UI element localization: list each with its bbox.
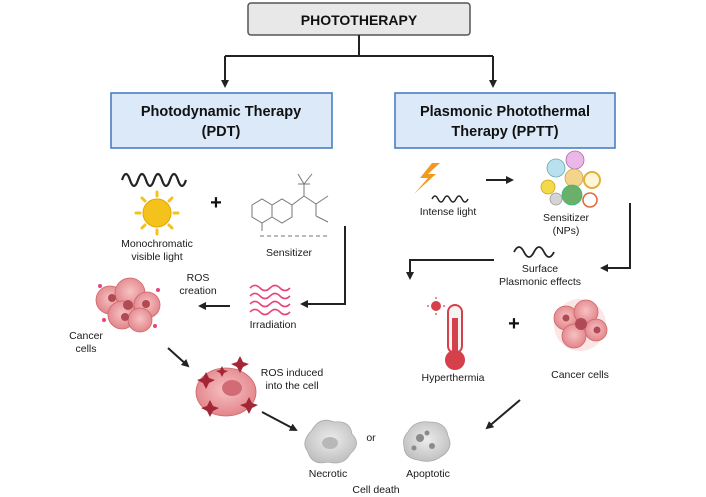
cells-to-ros-cell-arrow	[167, 347, 190, 368]
plasmonic-wave-icon	[513, 246, 555, 258]
pptt-sensitizer-line1: Sensitizer	[543, 212, 590, 224]
pdt-plus-sign: +	[210, 192, 222, 214]
sun-icon	[134, 190, 180, 236]
pptt-sensitizer-line2: (NPs)	[553, 225, 580, 237]
top-connectors	[221, 35, 497, 88]
thermometer-icon	[427, 297, 465, 370]
pdt-box: Photodynamic Therapy (PDT)	[110, 92, 333, 149]
pptt-plus-sign: +	[508, 313, 520, 335]
ros-creation-line1: ROS	[187, 272, 210, 284]
sensitizer-molecule-icon	[251, 173, 330, 237]
pptt-title-line1: Plasmonic Photothermal	[420, 104, 590, 120]
necrotic-label: Necrotic	[309, 468, 348, 480]
pptt-box: Plasmonic Photothermal Therapy (PPTT)	[394, 92, 616, 149]
ros-induced-cell-icon	[195, 356, 258, 417]
sensitizer-label: Sensitizer	[266, 247, 313, 259]
nanoparticles-icon	[540, 150, 601, 208]
pdt-cancer-cells-icon	[95, 277, 161, 333]
surface-line2: Plasmonic effects	[499, 276, 581, 288]
phototherapy-title: PHOTOTHERAPY	[301, 12, 418, 28]
or-label: or	[366, 432, 376, 444]
ros-induced-line1: ROS induced	[261, 367, 324, 379]
pptt-cancer-cells-label: Cancer cells	[551, 369, 609, 381]
intense-light-wave-icon	[431, 195, 469, 203]
necrotic-cell-icon	[304, 419, 357, 464]
cell-death-label: Cell death	[352, 484, 399, 496]
irradiation-label: Irradiation	[250, 319, 297, 331]
surface-line1: Surface	[522, 263, 558, 275]
lightning-bolt-icon	[414, 163, 440, 194]
pdt-cancer-cells-line1: Cancer	[69, 330, 103, 342]
light-wave-icon	[120, 172, 188, 188]
surface-to-hyperthermia-arrow	[406, 259, 494, 280]
pdt-title-line2: (PDT)	[202, 124, 241, 140]
irradiation-laser-icon	[249, 284, 291, 316]
apoptotic-label: Apoptotic	[406, 468, 450, 480]
light-label-line2: visible light	[131, 251, 182, 263]
hyperthermia-label: Hyperthermia	[421, 372, 484, 384]
ros-to-necrotic-arrow	[261, 411, 298, 431]
phototherapy-box: PHOTOTHERAPY	[247, 2, 471, 36]
ros-induced-line2: into the cell	[265, 380, 318, 392]
pptt-title-line2: Therapy (PPTT)	[451, 124, 558, 140]
pptt-cancer-cells-icon	[553, 299, 608, 351]
nps-to-surface-arrow	[600, 203, 631, 272]
sensitizer-to-irradiation-arrow	[300, 226, 346, 308]
intense-light-label: Intense light	[420, 206, 477, 218]
pdt-title-line1: Photodynamic Therapy	[141, 104, 301, 120]
ros-creation-line2: creation	[179, 285, 217, 297]
apoptotic-cell-icon	[403, 421, 451, 462]
pptt-to-apoptotic-arrow	[485, 399, 521, 430]
pdt-cancer-cells-line2: cells	[75, 343, 96, 355]
light-label-line1: Monochromatic	[121, 238, 193, 250]
